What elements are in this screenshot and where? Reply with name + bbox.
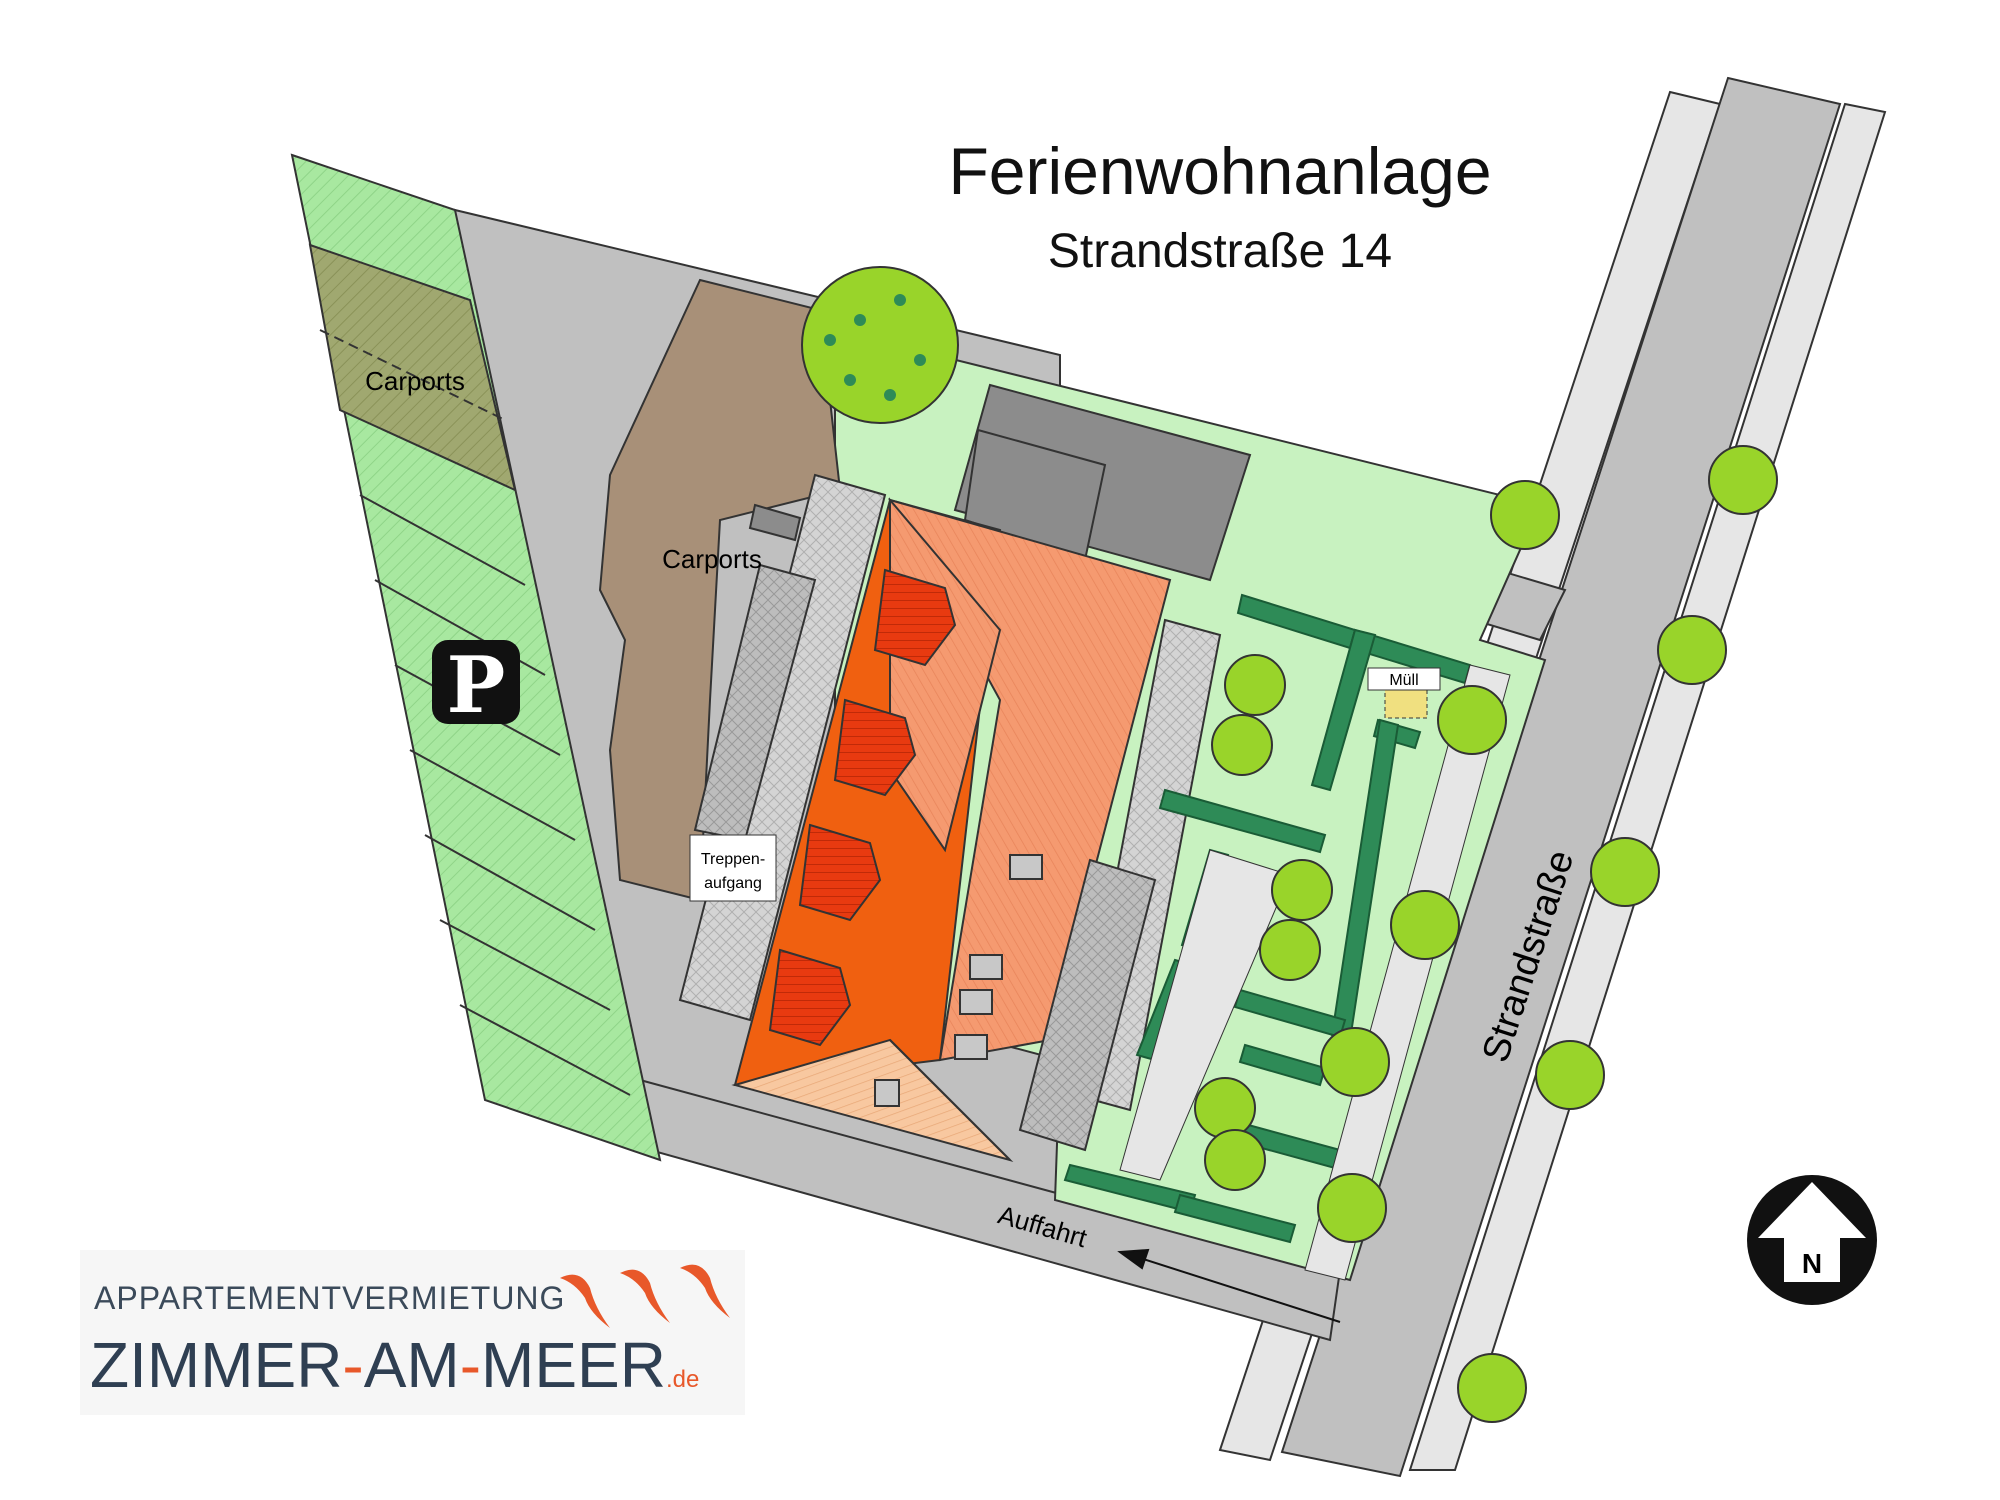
dormer-2 (833, 698, 917, 797)
trash-label: Müll (1389, 672, 1418, 689)
logo-tld: .de (665, 1366, 700, 1393)
logo-tagline: APPARTEMENTVERMIETUNG (94, 1280, 566, 1316)
birds-icon (560, 1264, 730, 1328)
stair-label-line2: aufgang (704, 875, 762, 892)
map-title: Ferienwohnanlage (948, 134, 1492, 208)
logo-dash-1: - (342, 1329, 364, 1401)
stair-label-box (689, 834, 777, 902)
sidewalk-strandstrasse-east (1408, 102, 1887, 1471)
carports-top-label: Carports (365, 366, 465, 396)
trees-small (1194, 445, 1778, 1423)
skylight-5 (874, 1079, 900, 1107)
dormer-3 (798, 823, 882, 922)
stair-label-line1: Treppen- (701, 851, 765, 868)
logo-name: ZIMMER-AM-MEER.de (90, 1328, 699, 1402)
trash-box (1384, 689, 1428, 719)
dormer-4 (768, 948, 852, 1047)
carport-dashed-line (319, 329, 506, 421)
company-logo: APPARTEMENTVERMIETUNG ZIMMER-AM-MEER.de (80, 1250, 745, 1415)
skylight-3 (959, 989, 993, 1015)
garden-path-1 (1119, 849, 1291, 1181)
north-arrow-letter: N (1802, 1248, 1822, 1279)
balcony-strip-east-2 (1018, 858, 1157, 1152)
north-arrow: N (1747, 1175, 1877, 1305)
garage-building (953, 383, 1252, 582)
parking-sign-letter: P (447, 640, 506, 731)
carport-olive-area (308, 243, 517, 492)
skylight-2 (969, 954, 1003, 980)
small-shed (748, 503, 802, 542)
trash-label-box (1367, 667, 1441, 691)
logo-name-part3: MEER (481, 1329, 666, 1401)
carport-main-block (598, 278, 842, 902)
tree-large (801, 266, 959, 424)
map-subtitle: Strandstraße 14 (1047, 225, 1393, 278)
skylight-1 (1009, 854, 1043, 880)
logo-dash-2: - (459, 1329, 482, 1401)
driveway-arrow (1117, 1248, 1341, 1323)
logo-name-part2: AM (363, 1329, 460, 1401)
dormer-1 (873, 568, 957, 667)
logo-name-part1: ZIMMER (90, 1329, 343, 1401)
parking-sign (432, 640, 520, 724)
skylight-4 (954, 1034, 988, 1060)
carports-main-label: Carports (662, 544, 762, 574)
